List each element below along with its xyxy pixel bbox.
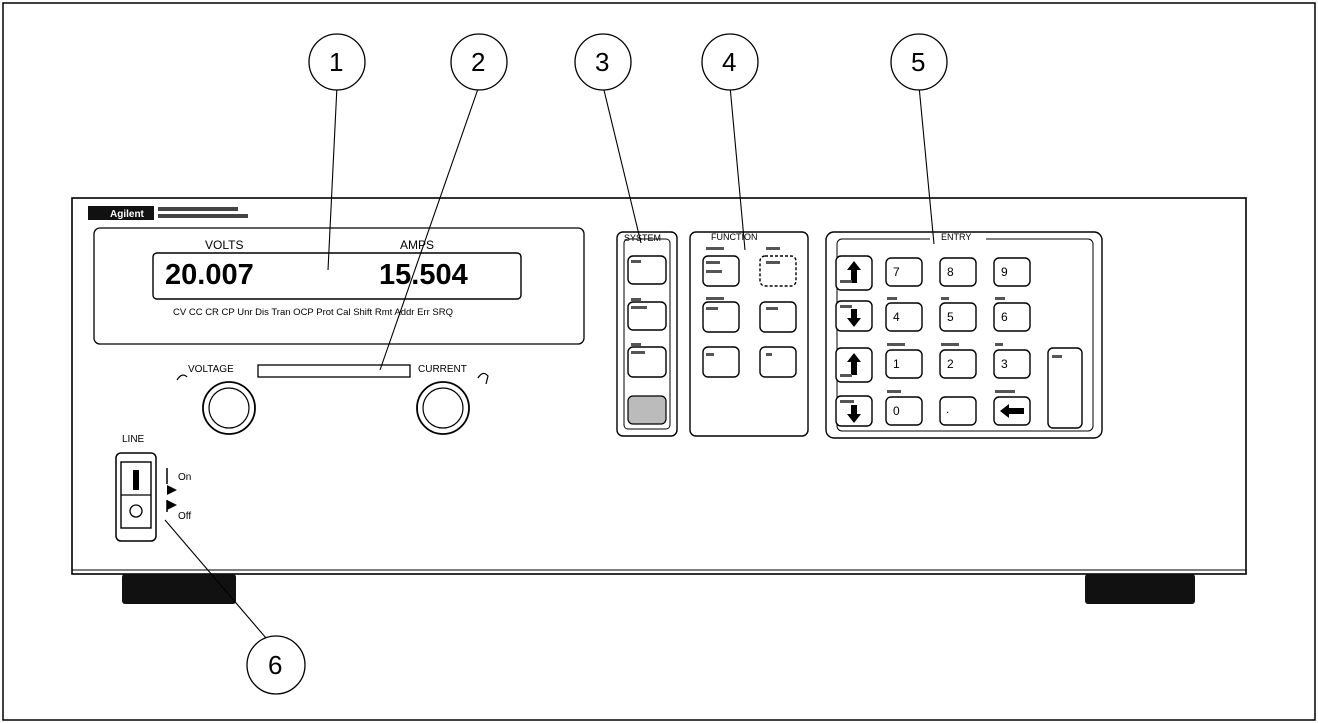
shift-key[interactable] <box>627 395 667 425</box>
callout-4 <box>701 33 759 91</box>
key-6[interactable]: 6 <box>993 302 1031 332</box>
key-5-label: 5 <box>947 310 954 324</box>
key-7-label: 7 <box>893 265 900 279</box>
enter-key[interactable] <box>1047 347 1083 429</box>
volts-readout: 20.007 <box>165 259 254 291</box>
switch-on-mark-icon <box>133 470 139 490</box>
leader-line-2 <box>379 85 480 371</box>
leader-line-1 <box>327 85 338 271</box>
key-legends <box>631 247 1062 403</box>
key-decimal-label: . <box>946 402 949 416</box>
leader-line-3 <box>602 85 642 244</box>
key-9[interactable]: 9 <box>993 257 1031 287</box>
volts-label: VOLTS <box>205 238 243 252</box>
leader-line-5 <box>918 85 935 245</box>
system-label: SYSTEM <box>624 233 661 243</box>
key-4[interactable]: 4 <box>885 302 923 332</box>
up-arrow-icon <box>847 261 861 283</box>
backspace-arrow-icon <box>1000 404 1024 418</box>
voltage-arrow-icon <box>176 374 188 381</box>
key-3[interactable]: 3 <box>993 349 1031 379</box>
on-label: On <box>178 472 191 483</box>
brand-logo-text: Agilent <box>110 209 145 220</box>
backspace-key[interactable] <box>993 396 1031 426</box>
callout-1 <box>308 33 366 91</box>
down-arrow-icon <box>847 405 861 423</box>
callout-3 <box>574 33 632 91</box>
down-arrow-icon <box>847 309 861 327</box>
callout-5 <box>890 33 948 91</box>
up-arrow-icon <box>847 353 861 375</box>
off-label: Off <box>178 511 191 522</box>
right-foot <box>1085 574 1195 604</box>
key-9-label: 9 <box>1001 265 1008 279</box>
key-3-label: 3 <box>1001 357 1008 371</box>
key-1-label: 1 <box>893 357 900 371</box>
voltage-label: VOLTAGE <box>188 364 234 375</box>
current-knob[interactable] <box>416 381 470 435</box>
key-0[interactable]: 0 <box>885 396 923 426</box>
annunciator-row: CV CC CR CP Unr Dis Tran OCP Prot Cal Sh… <box>173 307 453 318</box>
lcd-window <box>152 252 522 300</box>
current-arrow-icon <box>477 372 489 385</box>
entry-slot <box>257 364 411 378</box>
callout-4-number: 4 <box>722 47 736 77</box>
system-group-frame <box>616 231 678 437</box>
entry-group-frame <box>825 231 1103 439</box>
left-foot <box>122 574 236 604</box>
off-indicator-triangle <box>167 500 177 510</box>
entry-label-bg <box>930 234 986 244</box>
function-key-ocp[interactable] <box>702 346 740 378</box>
amps-label: AMPS <box>400 238 434 252</box>
callout-3-number: 3 <box>595 47 609 77</box>
switch-off-mark-icon <box>129 504 143 518</box>
function-key-voltage[interactable] <box>759 255 797 287</box>
current-label: CURRENT <box>418 364 467 375</box>
function-key-ov[interactable] <box>759 346 797 378</box>
voltage-knob-inner <box>208 387 250 429</box>
function-group-frame <box>689 231 809 437</box>
callout-6-number: 6 <box>268 650 282 680</box>
callout-1-number: 1 <box>329 47 343 77</box>
function-key-current[interactable] <box>759 301 797 333</box>
key-0-label: 0 <box>893 404 900 418</box>
leader-line-4 <box>729 85 746 251</box>
callout-2 <box>450 33 508 91</box>
key-4-label: 4 <box>893 310 900 324</box>
function-key-protect[interactable] <box>702 301 740 333</box>
brand-logo: Agilent <box>88 206 248 220</box>
system-key-recall[interactable] <box>627 346 667 378</box>
callout-6 <box>246 635 306 695</box>
amps-readout: 15.504 <box>379 259 468 291</box>
callout-5-number: 5 <box>911 47 925 77</box>
key-6-label: 6 <box>1001 310 1008 324</box>
key-2[interactable]: 2 <box>939 349 977 379</box>
key-8[interactable]: 8 <box>939 257 977 287</box>
leader-line-6 <box>164 519 267 639</box>
entry-label: ENTRY <box>941 232 971 242</box>
key-decimal[interactable]: . <box>939 396 977 426</box>
function-label-bg <box>701 234 797 244</box>
system-group-inner <box>623 238 671 430</box>
on-indicator-triangle <box>167 485 177 495</box>
leader-lines <box>164 85 935 639</box>
key-2-label: 2 <box>947 357 954 371</box>
key-7[interactable]: 7 <box>885 257 923 287</box>
key-5[interactable]: 5 <box>939 302 977 332</box>
line-label: LINE <box>122 434 145 445</box>
voltage-knob[interactable] <box>202 381 256 435</box>
current-knob-inner <box>422 387 464 429</box>
key-8-label: 8 <box>947 265 954 279</box>
key-1[interactable]: 1 <box>885 349 923 379</box>
display-bezel <box>93 227 585 345</box>
callout-2-number: 2 <box>471 47 485 77</box>
function-label: FUNCTION <box>711 232 758 242</box>
